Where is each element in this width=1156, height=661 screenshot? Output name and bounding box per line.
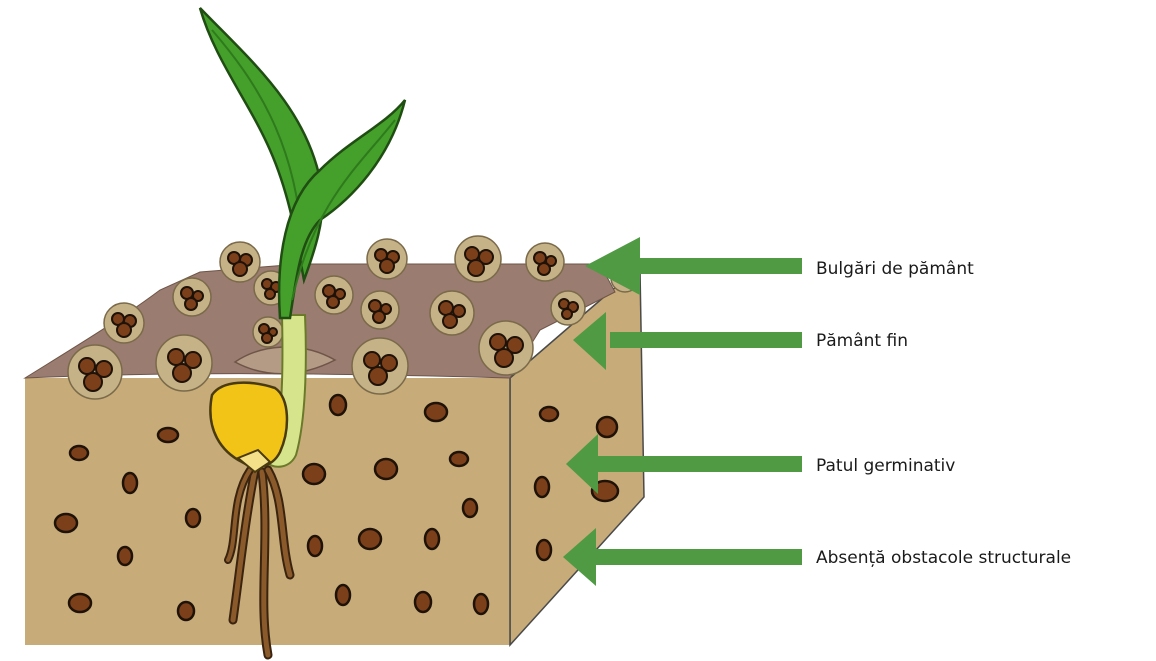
soil-particle bbox=[158, 428, 178, 442]
soil-particle bbox=[597, 417, 617, 437]
soil-particle bbox=[463, 499, 477, 517]
soil-particle bbox=[359, 529, 381, 549]
soil-particle bbox=[415, 592, 431, 612]
label-clods: Bulgări de pământ bbox=[816, 259, 974, 279]
clod bbox=[367, 239, 407, 279]
clod bbox=[315, 276, 353, 314]
clod bbox=[430, 291, 474, 335]
soil-particle bbox=[308, 536, 322, 556]
soil-particle bbox=[375, 459, 397, 479]
clod bbox=[173, 278, 211, 316]
clod bbox=[551, 291, 585, 325]
soil-particle bbox=[450, 452, 468, 466]
soil-particle bbox=[425, 403, 447, 421]
clod bbox=[526, 243, 564, 281]
clod bbox=[361, 291, 399, 329]
soil-particle bbox=[123, 473, 137, 493]
label-fine-soil: Pământ fin bbox=[816, 331, 908, 351]
clod bbox=[68, 345, 122, 399]
clod bbox=[220, 242, 260, 282]
clod bbox=[104, 303, 144, 343]
clod bbox=[156, 335, 212, 391]
clod bbox=[479, 321, 533, 375]
soil-particle bbox=[535, 477, 549, 497]
soil-particle bbox=[336, 585, 350, 605]
soil-particle bbox=[178, 602, 194, 620]
label-seedbed: Patul germinativ bbox=[816, 456, 955, 476]
soil-particle bbox=[330, 395, 346, 415]
label-no-structural-obstacles: Absență obstacole structurale bbox=[816, 548, 1071, 568]
soil-particle bbox=[540, 407, 558, 421]
clod bbox=[455, 236, 501, 282]
soil-particle bbox=[537, 540, 551, 560]
soil-particle bbox=[303, 464, 325, 484]
clod bbox=[253, 317, 283, 347]
soil-particle bbox=[69, 594, 91, 612]
soil-particle bbox=[118, 547, 132, 565]
soil-particle bbox=[186, 509, 200, 527]
soil-particle bbox=[70, 446, 88, 460]
soil-particle bbox=[474, 594, 488, 614]
clod bbox=[352, 338, 408, 394]
soil-particle bbox=[55, 514, 77, 532]
soil-particle bbox=[425, 529, 439, 549]
